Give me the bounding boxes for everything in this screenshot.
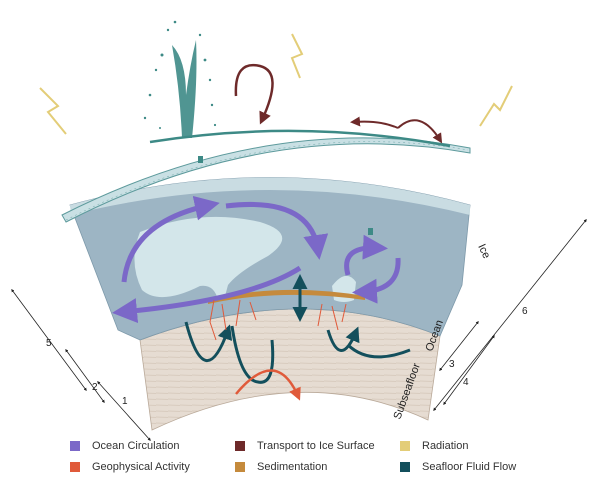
vent-marker (198, 156, 203, 163)
sediment-band (208, 289, 365, 304)
legend-swatch-transport (235, 441, 245, 451)
legend-swatch-ocean-circulation (70, 441, 80, 451)
radiation-bolts (39, 33, 513, 135)
transport-arrow-1 (234, 63, 274, 125)
ice-label: Ice (475, 242, 492, 260)
scale-markers-right (433, 219, 587, 411)
seafloor-fluid-flow (184, 274, 411, 384)
legend-label: Seafloor Fluid Flow (422, 461, 517, 473)
scale-label-6: 6 (522, 306, 528, 317)
transport-arrow-2 (397, 119, 443, 144)
scale-label-1: 1 (122, 396, 128, 407)
legend: Ocean Circulation Transport to Ice Surfa… (70, 440, 540, 473)
ice-intrusion (134, 216, 283, 300)
transport-arrow-3 (350, 116, 399, 129)
legend-item: Ocean Circulation (70, 440, 235, 452)
legend-label: Ocean Circulation (92, 440, 180, 452)
legend-label: Sedimentation (257, 461, 328, 473)
legend-item: Transport to Ice Surface (235, 440, 400, 452)
scale-label-5: 5 (46, 338, 52, 349)
scale-label-4: 4 (463, 377, 469, 388)
legend-label: Transport to Ice Surface (257, 440, 375, 452)
legend-label: Geophysical Activity (92, 461, 190, 473)
legend-item: Seafloor Fluid Flow (400, 461, 540, 473)
vent-marker-2 (368, 228, 373, 235)
legend-swatch-seafloor-flow (400, 462, 410, 472)
ocean-circulation (112, 195, 401, 324)
geophysical-cracks (209, 299, 347, 341)
legend-swatch-sedimentation (235, 462, 245, 472)
plume (143, 20, 217, 138)
legend-swatch-geophysical (70, 462, 80, 472)
legend-item: Radiation (400, 440, 540, 452)
legend-swatch-radiation (400, 441, 410, 451)
scale-label-2: 2 (92, 382, 98, 393)
scale-markers-left (11, 288, 151, 441)
scale-label-3: 3 (449, 359, 455, 370)
legend-label: Radiation (422, 440, 469, 452)
geophysical-arrow (235, 369, 301, 401)
legend-item: Sedimentation (235, 461, 400, 473)
legend-item: Geophysical Activity (70, 461, 235, 473)
ice-shell-lower (70, 177, 470, 215)
